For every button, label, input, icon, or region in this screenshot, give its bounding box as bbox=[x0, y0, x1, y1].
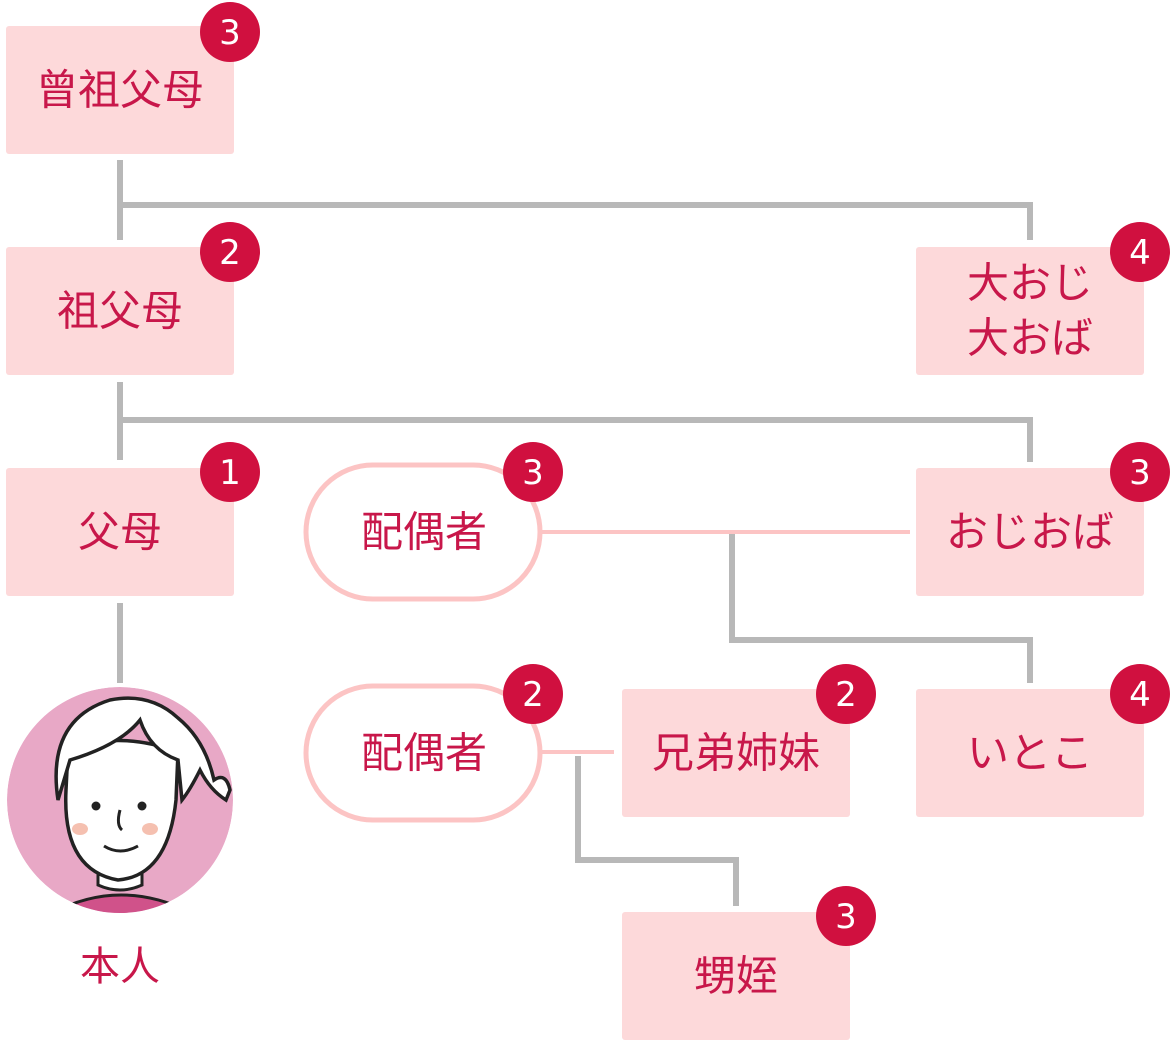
node-nephews-nieces: 甥姪 3 bbox=[622, 886, 876, 1040]
nephews-nieces-label: 甥姪 bbox=[694, 952, 778, 1001]
grandparents-degree: 2 bbox=[219, 233, 241, 273]
great-aunt-label: 大おば bbox=[967, 314, 1093, 363]
node-great-grandparents: 曾祖父母 3 bbox=[6, 2, 260, 154]
great-grandparents-degree: 3 bbox=[219, 13, 241, 53]
cousins-box bbox=[916, 689, 1144, 817]
grandparents-badge bbox=[200, 222, 260, 282]
node-parents: 父母 1 bbox=[6, 442, 260, 596]
nephews-nieces-box bbox=[622, 912, 850, 1040]
uncle-aunt-box bbox=[916, 468, 1144, 596]
uncle-aunt-spouse-degree: 3 bbox=[522, 453, 544, 493]
sibling-spouse-pill bbox=[303, 683, 543, 823]
parents-badge bbox=[200, 442, 260, 502]
sibling-spouse-badge bbox=[503, 664, 563, 724]
node-self: 本人 bbox=[4, 684, 236, 990]
cousins-degree: 4 bbox=[1129, 675, 1151, 715]
great-grandparents-box bbox=[6, 26, 234, 154]
self-label: 本人 bbox=[80, 944, 160, 990]
parents-label: 父母 bbox=[78, 508, 162, 557]
uncle-aunt-spouse-label: 配偶者 bbox=[361, 508, 487, 557]
node-siblings: 兄弟姉妹 2 bbox=[622, 664, 876, 817]
uncle-aunt-label: おじおば bbox=[946, 508, 1114, 557]
connector-siblings-nephews bbox=[575, 756, 739, 906]
parents-box bbox=[6, 468, 234, 596]
uncle-aunt-degree: 3 bbox=[1129, 453, 1151, 493]
node-cousins: いとこ 4 bbox=[916, 664, 1170, 817]
great-grandparents-badge bbox=[200, 2, 260, 62]
connector-grand-uncle bbox=[120, 417, 1033, 462]
great-uncle-aunt-degree: 4 bbox=[1129, 233, 1151, 273]
cousins-label: いとこ bbox=[967, 729, 1093, 778]
uncle-aunt-spouse-pill bbox=[303, 462, 543, 602]
avatar bbox=[7, 687, 233, 913]
uncle-aunt-badge bbox=[1110, 442, 1170, 502]
siblings-badge bbox=[816, 664, 876, 724]
sibling-spouse-degree: 2 bbox=[522, 675, 544, 715]
node-uncle-aunt: おじおば 3 bbox=[916, 442, 1170, 596]
great-uncle-aunt-box bbox=[916, 247, 1144, 375]
great-uncle-label: 大おじ bbox=[967, 259, 1093, 308]
node-uncle-aunt-spouse: 配偶者 3 bbox=[303, 442, 563, 602]
uncle-aunt-spouse-badge bbox=[503, 442, 563, 502]
node-grandparents: 祖父母 2 bbox=[6, 222, 260, 375]
sibling-spouse-label: 配偶者 bbox=[361, 729, 487, 778]
connector-greatgrand-greatuncle bbox=[120, 202, 1033, 240]
siblings-box bbox=[622, 689, 850, 817]
grandparents-box bbox=[6, 247, 234, 375]
node-sibling-spouse: 配偶者 2 bbox=[303, 664, 563, 823]
cousins-badge bbox=[1110, 664, 1170, 724]
siblings-label: 兄弟姉妹 bbox=[652, 729, 820, 778]
node-great-uncle-aunt: 大おじ 大おば 4 bbox=[916, 222, 1170, 375]
grandparents-label: 祖父母 bbox=[57, 287, 183, 336]
connector-uncle-cousins bbox=[729, 534, 1033, 683]
nephews-nieces-degree: 3 bbox=[835, 897, 857, 937]
parents-degree: 1 bbox=[219, 453, 241, 493]
great-grandparents-label: 曾祖父母 bbox=[36, 66, 204, 115]
great-uncle-aunt-badge bbox=[1110, 222, 1170, 282]
siblings-degree: 2 bbox=[835, 675, 857, 715]
nephews-nieces-badge bbox=[816, 886, 876, 946]
